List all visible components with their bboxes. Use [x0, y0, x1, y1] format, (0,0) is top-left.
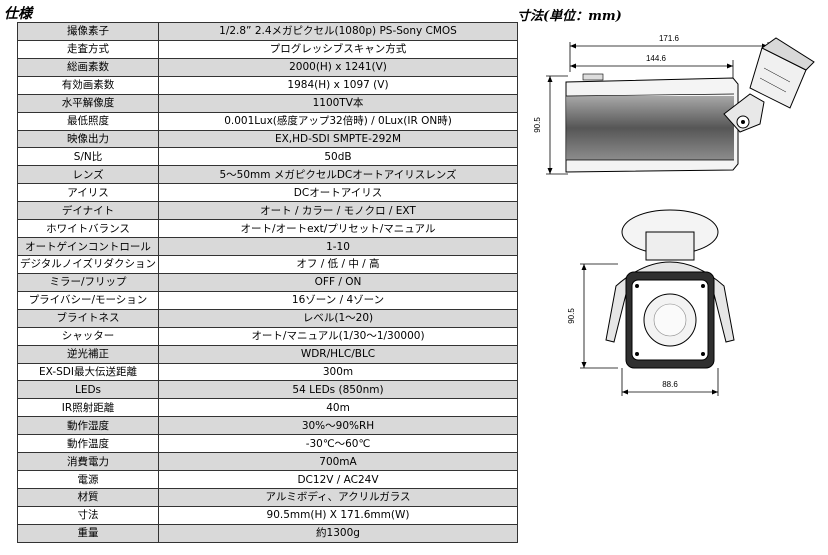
- spec-row: 重量約1300g: [17, 523, 518, 543]
- spec-label: 動作湿度: [17, 416, 159, 436]
- front-view-camera: 90.5 88.6: [567, 209, 735, 396]
- spec-value: EX,HD-SDI SMPTE-292M: [158, 129, 518, 149]
- spec-value: 300m: [158, 362, 518, 382]
- side-view-camera: 171.6 144.6 90.5: [533, 34, 815, 175]
- spec-label: 消費電力: [17, 452, 159, 472]
- spec-row: ブライトネスレベル(1～20): [17, 308, 518, 328]
- spec-value: 50dB: [158, 147, 518, 167]
- spec-label: S/N比: [17, 147, 159, 167]
- spec-label: オートゲインコントロール: [17, 237, 159, 256]
- spec-value: 1-10: [158, 237, 518, 256]
- spec-label: シャッター: [17, 326, 159, 346]
- spec-value: 2000(H) x 1241(V): [158, 57, 518, 77]
- spec-label: EX-SDI最大伝送距離: [17, 362, 159, 382]
- spec-value: 約1300g: [158, 523, 518, 543]
- spec-label: ブライトネス: [17, 308, 159, 328]
- dimension-drawing: 171.6 144.6 90.5 90.5 88.: [533, 34, 815, 396]
- spec-value: プログレッシブスキャン方式: [158, 39, 518, 59]
- spec-value: レベル(1～20): [158, 308, 518, 328]
- spec-value: 5～50mm メガピクセルDCオートアイリスレンズ: [158, 165, 518, 185]
- spec-label: アイリス: [17, 183, 159, 203]
- spec-label: 有効画素数: [17, 75, 159, 95]
- spec-value: 1984(H) x 1097 (V): [158, 75, 518, 95]
- dim-front-width: 88.6: [662, 380, 678, 389]
- spec-value: 16ゾーン / 4ゾーン: [158, 290, 518, 310]
- spec-value: WDR/HLC/BLC: [158, 344, 518, 364]
- spec-value: アルミボディ、アクリルガラス: [158, 487, 518, 507]
- spec-row: デジタルノイズリダクションオフ / 低 / 中 / 高: [17, 254, 518, 274]
- spec-label: デジタルノイズリダクション: [17, 254, 159, 274]
- dim-side-width: 171.6: [659, 34, 680, 43]
- spec-value: 0.001Lux(感度アップ32倍時) / 0Lux(IR ON時): [158, 111, 518, 131]
- spec-value: オフ / 低 / 中 / 高: [158, 254, 518, 274]
- spec-label: 総画素数: [17, 57, 159, 77]
- dim-side-body: 144.6: [646, 54, 667, 63]
- spec-label: 材質: [17, 487, 159, 507]
- spec-label: 寸法: [17, 505, 159, 525]
- spec-label: 重量: [17, 523, 159, 543]
- spec-value: 54 LEDs (850nm): [158, 380, 518, 400]
- spec-row: ホワイトバランスオート/オートext/プリセット/マニュアル: [17, 219, 518, 239]
- spec-value: 30%～90%RH: [158, 416, 518, 436]
- spec-label: 水平解像度: [17, 93, 159, 113]
- spec-value: オート/マニュアル(1/30～1/30000): [158, 326, 518, 346]
- spec-row: デイナイトオート / カラー / モノクロ / EXT: [17, 201, 518, 221]
- spec-label: デイナイト: [17, 201, 159, 221]
- spec-row: 材質アルミボディ、アクリルガラス: [17, 487, 518, 507]
- spec-value: DC12V / AC24V: [158, 470, 518, 489]
- spec-label: ホワイトバランス: [17, 219, 159, 239]
- spec-value: 1100TV本: [158, 93, 518, 113]
- spec-label: IR照射距離: [17, 398, 159, 418]
- spec-label: ミラー/フリップ: [17, 272, 159, 292]
- spec-label: プライバシー/モーション: [17, 290, 159, 310]
- spec-value: 40m: [158, 398, 518, 418]
- spec-value: -30℃～60℃: [158, 434, 518, 454]
- spec-value: 90.5mm(H) X 171.6mm(W): [158, 505, 518, 525]
- spec-value: オート/オートext/プリセット/マニュアル: [158, 219, 518, 239]
- spec-row: シャッターオート/マニュアル(1/30～1/30000): [17, 326, 518, 346]
- spec-label: 電源: [17, 470, 159, 489]
- spec-label: 最低照度: [17, 111, 159, 131]
- spec-label: 映像出力: [17, 129, 159, 149]
- spec-label: LEDs: [17, 380, 159, 400]
- spec-value: オート / カラー / モノクロ / EXT: [158, 201, 518, 221]
- spec-value: 1/2.8” 2.4メガピクセル(1080p) PS-Sony CMOS: [158, 22, 518, 41]
- spec-value: 700mA: [158, 452, 518, 472]
- spec-label: レンズ: [17, 165, 159, 185]
- spec-value: OFF / ON: [158, 272, 518, 292]
- spec-label: 動作温度: [17, 434, 159, 454]
- spec-title: 仕様: [4, 6, 32, 22]
- spec-label: 逆光補正: [17, 344, 159, 364]
- spec-label: 走査方式: [17, 39, 159, 59]
- spec-row: 走査方式プログレッシブスキャン方式: [17, 39, 518, 59]
- dimensions-title: 寸法(単位：mm): [517, 9, 622, 24]
- dim-front-height: 90.5: [567, 308, 576, 324]
- spec-value: DCオートアイリス: [158, 183, 518, 203]
- dim-side-height: 90.5: [533, 117, 542, 133]
- spec-label: 撮像素子: [17, 22, 159, 41]
- spec-row: 動作温度-30℃～60℃: [17, 434, 518, 454]
